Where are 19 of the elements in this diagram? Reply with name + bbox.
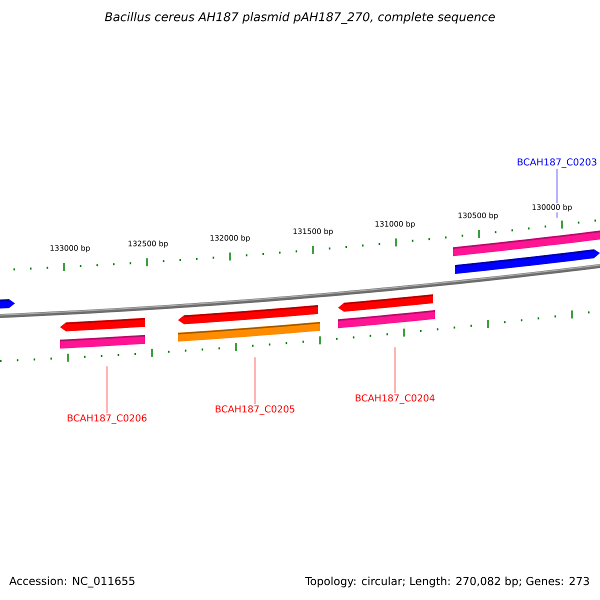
gene-feature-bar [0,299,15,309]
gene-feature-bar [60,318,146,332]
gene-label: BCAH187_C0205 [216,405,294,415]
gene-feature-bar [178,322,320,342]
gene-feature-bar [452,230,600,256]
map-title: Bacillus cereus AH187 plasmid pAH187_270, complete sequence [104,12,495,24]
gene-label: BCAH187_C0203 [518,158,596,168]
gene-label: BCAH187_C0204 [356,394,435,404]
gene-feature-bar [178,305,318,324]
gene-feature-bar [338,310,436,328]
leader-line [106,366,108,414]
gene-label: BCAH187_C0206 [68,414,147,424]
leader-line [254,356,256,404]
gene-feature-bar [338,294,434,312]
gene-feature-bar [60,334,146,349]
gene-feature-bar [454,249,600,274]
leader-line [394,346,396,394]
genome-info-text: Topology: circular; Length: 270,082 bp; Genes: 273 [305,576,589,588]
accession-text: Accession: NC_011655 [9,576,134,588]
